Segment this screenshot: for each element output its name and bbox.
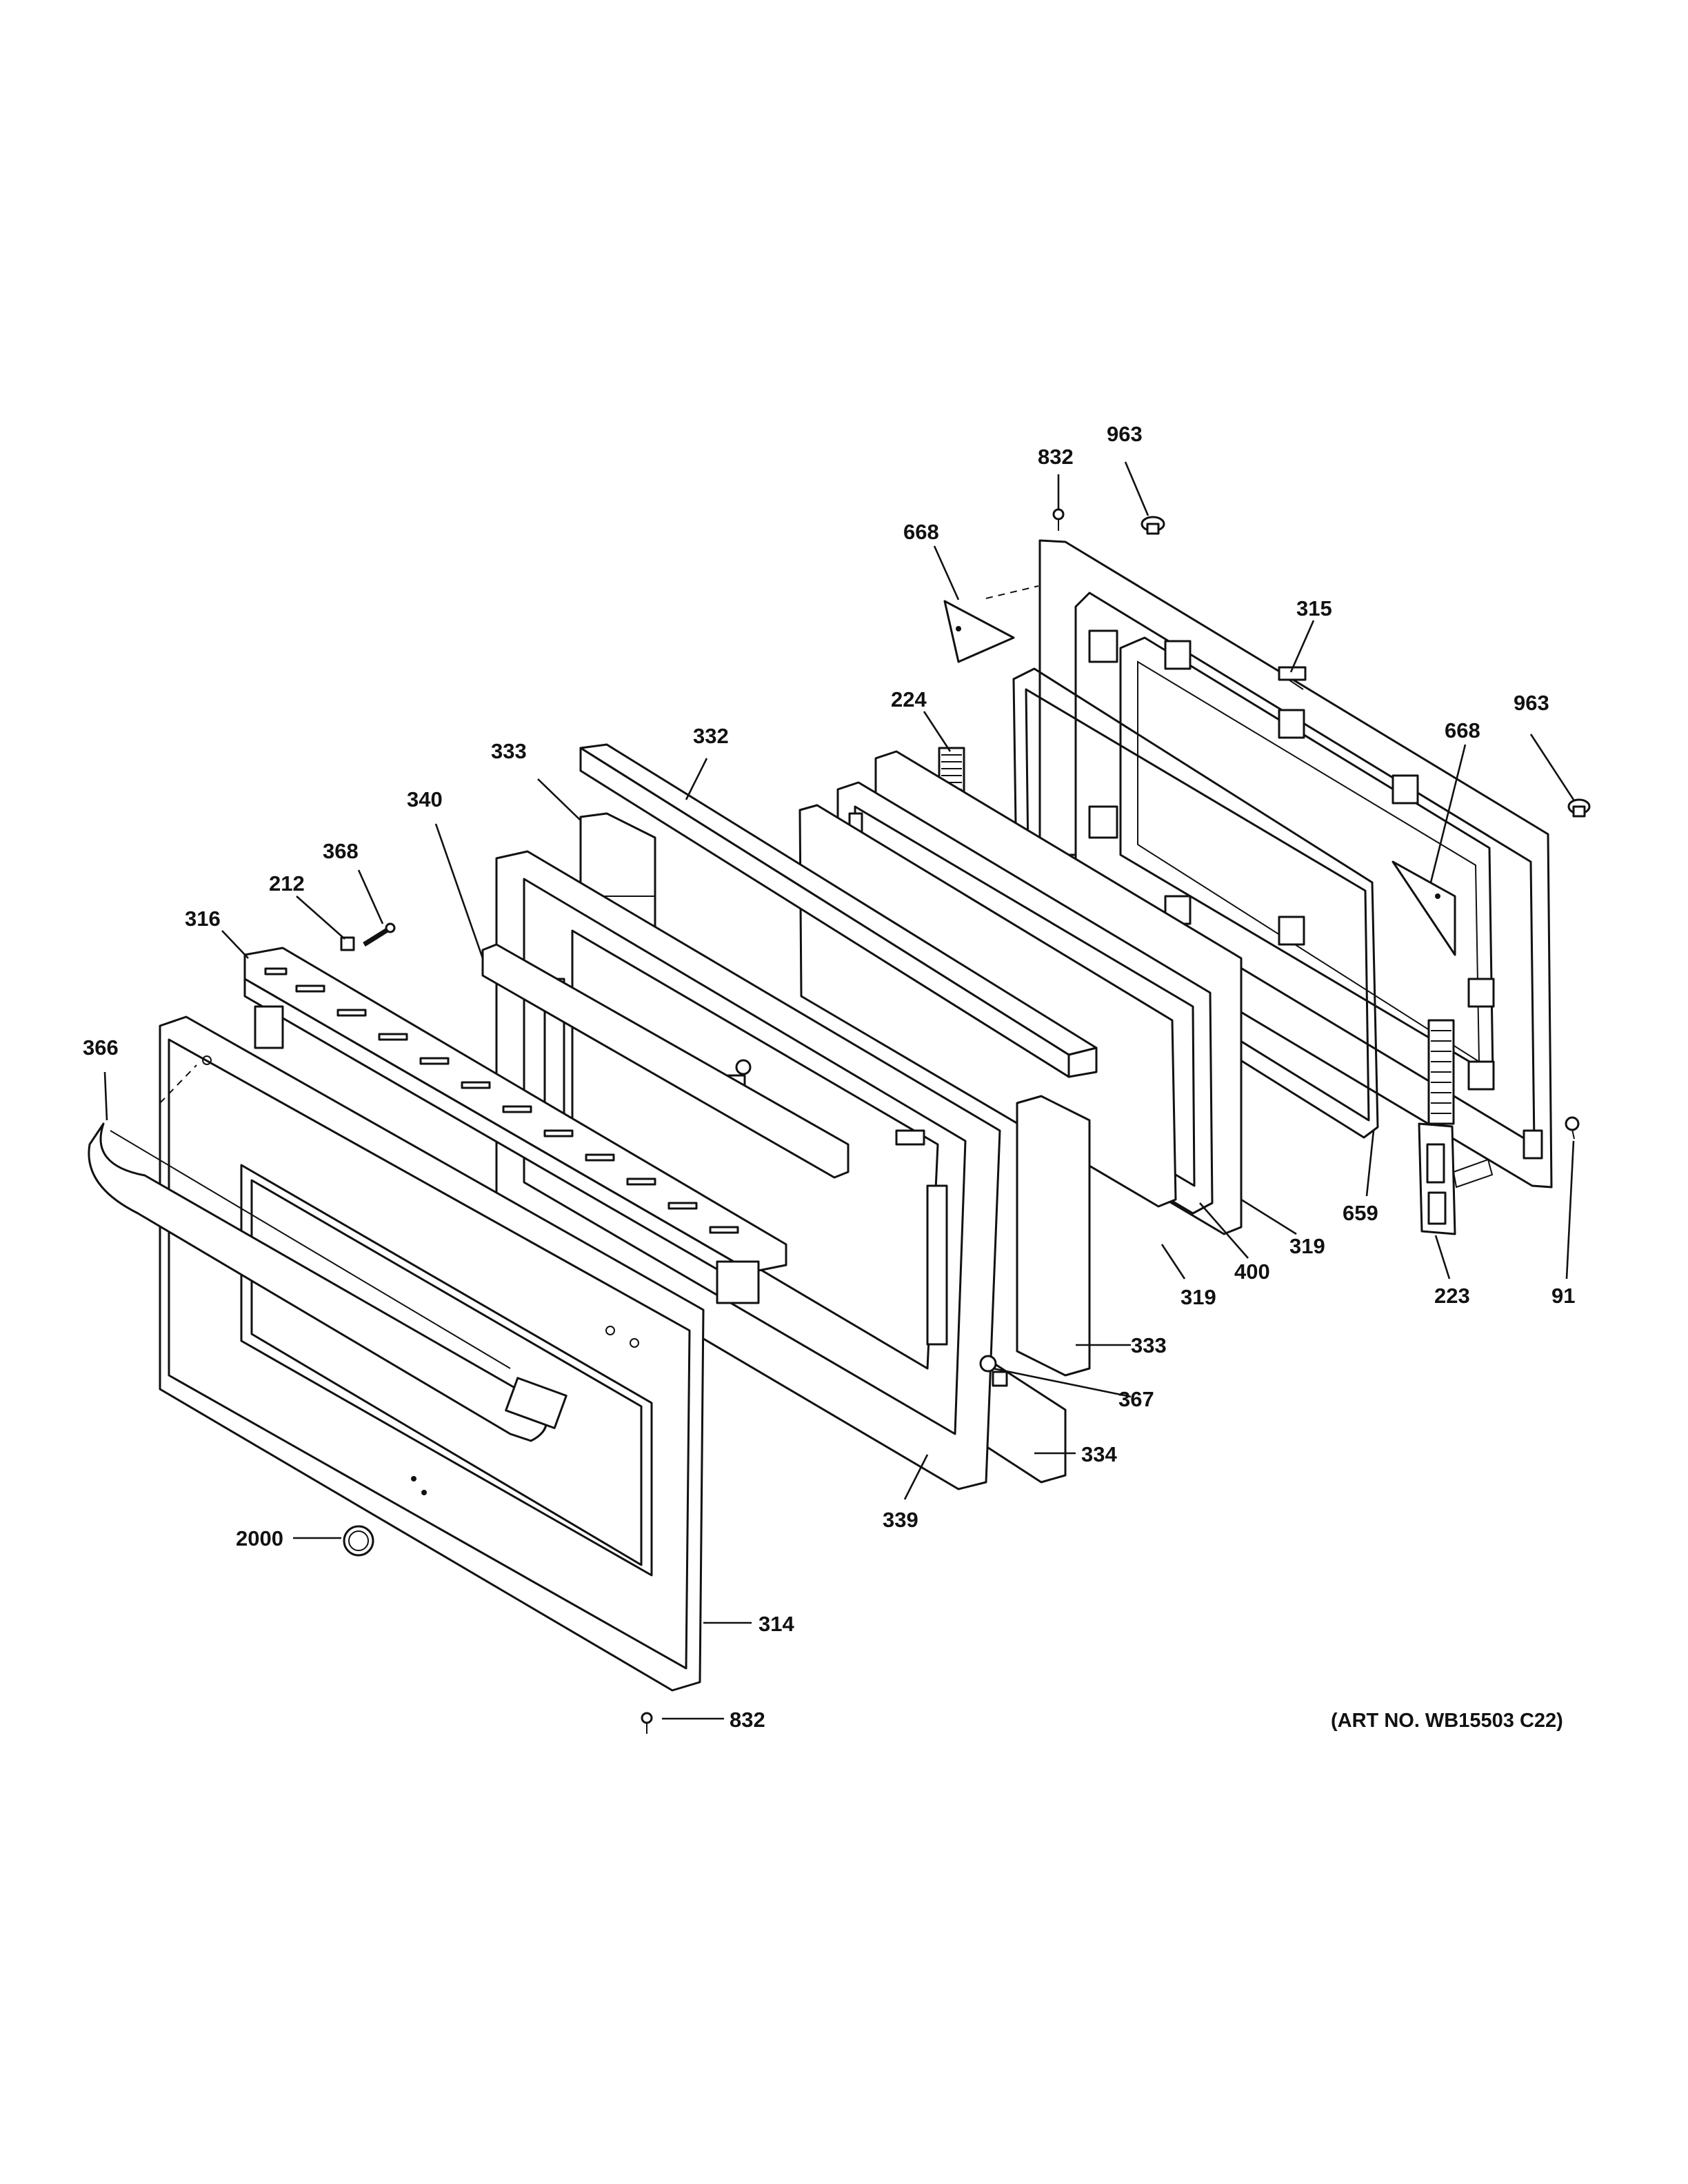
callout-659: 659	[1343, 1201, 1378, 1225]
leader-lines	[103, 461, 1575, 1720]
callout-832-bottom: 832	[730, 1708, 765, 1732]
screw-963-top	[1141, 516, 1165, 535]
callout-340: 340	[407, 787, 443, 811]
callout-314: 314	[758, 1612, 794, 1636]
callout-963-right: 963	[1514, 691, 1549, 715]
screw-91	[1565, 1116, 1580, 1140]
door-handle-366	[88, 1122, 567, 1442]
callout-334: 334	[1081, 1442, 1117, 1466]
callout-668-right: 668	[1445, 718, 1480, 742]
art-number: (ART NO. WB15503 C22)	[1331, 1710, 1563, 1732]
screw-832-top	[1052, 508, 1065, 531]
callout-2000: 2000	[236, 1526, 283, 1550]
callout-400: 400	[1234, 1260, 1270, 1284]
callout-319-left: 319	[1180, 1285, 1216, 1309]
callout-labels: 963 832 668 315 963 668 224 332 333 340 …	[83, 422, 1575, 1732]
callout-91: 91	[1551, 1284, 1575, 1308]
insulation-332	[579, 743, 1098, 1078]
clip-212	[340, 936, 355, 951]
inner-door-liner-315	[1038, 539, 1553, 1189]
callout-368: 368	[323, 839, 359, 863]
callout-315: 315	[1296, 596, 1332, 620]
callout-333-top: 333	[491, 739, 527, 763]
callout-319-right: 319	[1289, 1234, 1325, 1258]
callout-668-left: 668	[903, 520, 939, 544]
callout-963-top: 963	[1107, 422, 1143, 446]
glass-retainer-340	[481, 943, 850, 1179]
callout-339: 339	[883, 1508, 918, 1532]
callout-212: 212	[269, 871, 305, 896]
vent-trim-316	[243, 947, 787, 1304]
callout-333-bottom: 333	[1131, 1333, 1167, 1357]
badge-2000	[343, 1525, 374, 1557]
door-hinge-223	[1418, 1019, 1494, 1235]
insulation-333-right	[1016, 1095, 1091, 1377]
callout-223: 223	[1434, 1284, 1470, 1308]
callout-316: 316	[185, 907, 221, 931]
inner-door-frame-339	[495, 850, 1008, 1490]
callout-832-top: 832	[1038, 445, 1074, 469]
callout-224: 224	[891, 687, 927, 711]
callout-366: 366	[83, 1035, 119, 1060]
insulation-pad-668-left	[943, 585, 1039, 663]
pin-368	[363, 922, 396, 947]
insulation-pad-668-right	[1391, 860, 1456, 956]
screw-832-bottom	[641, 1712, 653, 1734]
screw-367	[979, 1355, 997, 1373]
callout-367: 367	[1118, 1387, 1154, 1411]
screw-963-right	[1567, 798, 1591, 818]
callout-332: 332	[693, 724, 729, 748]
